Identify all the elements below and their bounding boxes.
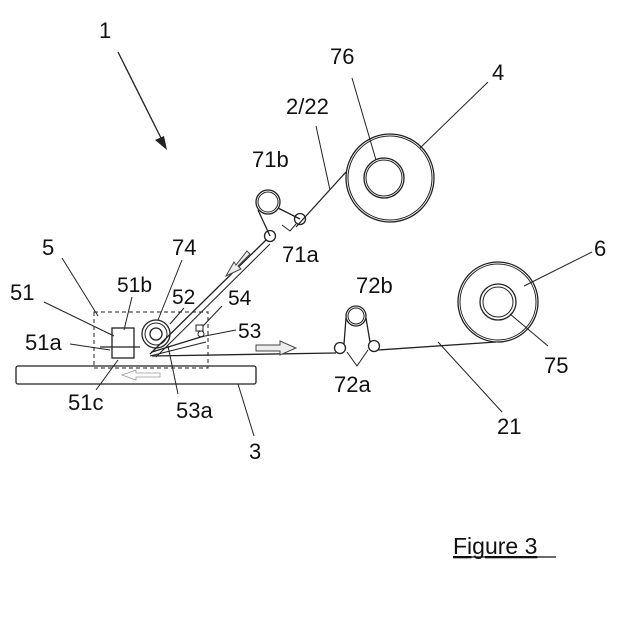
label-71a: 71a: [282, 242, 319, 267]
label-51a: 51a: [25, 330, 62, 355]
leader-54: [203, 306, 222, 326]
web-2-22-segment-a: [296, 172, 346, 227]
figure-caption: Figure 3: [453, 533, 537, 559]
leader-2-22: [316, 126, 330, 190]
part-54: [196, 325, 204, 337]
label-51b: 51b: [117, 274, 152, 297]
table-direction-arrow: [122, 370, 160, 380]
label-75: 75: [544, 353, 568, 378]
leader-53: [200, 330, 236, 337]
label-71b: 71b: [252, 147, 289, 172]
leader-71a: [282, 224, 296, 231]
hub-76: [364, 158, 404, 198]
leader-6: [524, 252, 592, 286]
label-4: 4: [492, 60, 504, 85]
leader-51b: [124, 297, 132, 330]
leader-52: [170, 308, 184, 324]
label-51c: 51c: [68, 390, 103, 415]
leader-arrow-1: [118, 52, 162, 140]
leader-51c: [96, 360, 118, 390]
label-2-22: 2/22: [286, 94, 329, 119]
arrowhead-1: [155, 136, 167, 150]
label-52: 52: [172, 286, 195, 309]
leader-75: [510, 314, 548, 346]
label-51: 51: [10, 280, 34, 305]
leader-21: [438, 342, 502, 412]
label-6: 6: [594, 236, 606, 261]
web-21-segment-b: [378, 342, 496, 350]
label-54: 54: [228, 287, 252, 310]
roller-74: [142, 320, 170, 348]
pulley-72b: [344, 306, 370, 344]
web-21-segment-a: [152, 353, 336, 356]
pulley-71b: [256, 190, 300, 236]
label-21: 21: [497, 414, 521, 439]
leader-4: [420, 82, 488, 148]
part-51-block: [112, 328, 134, 358]
guide-rollers-72a: [335, 341, 380, 354]
label-76: 76: [330, 44, 354, 69]
label-72b: 72b: [356, 273, 393, 298]
leader-3: [238, 384, 254, 436]
label-53: 53: [238, 320, 261, 343]
take-up-reel-6: [458, 262, 538, 342]
leader-53a: [168, 346, 178, 394]
table-3: [16, 366, 256, 384]
label-74: 74: [172, 235, 196, 260]
leader-76: [352, 78, 376, 160]
label-3: 3: [249, 439, 261, 464]
feed-direction-arrow-in: [226, 251, 250, 276]
leader-5: [62, 258, 98, 316]
leader-72a: [347, 350, 368, 366]
label-53a: 53a: [176, 398, 213, 423]
label-72a: 72a: [334, 372, 371, 397]
label-5: 5: [42, 235, 54, 260]
feed-direction-arrow-out: [256, 341, 296, 355]
label-1: 1: [99, 18, 111, 43]
